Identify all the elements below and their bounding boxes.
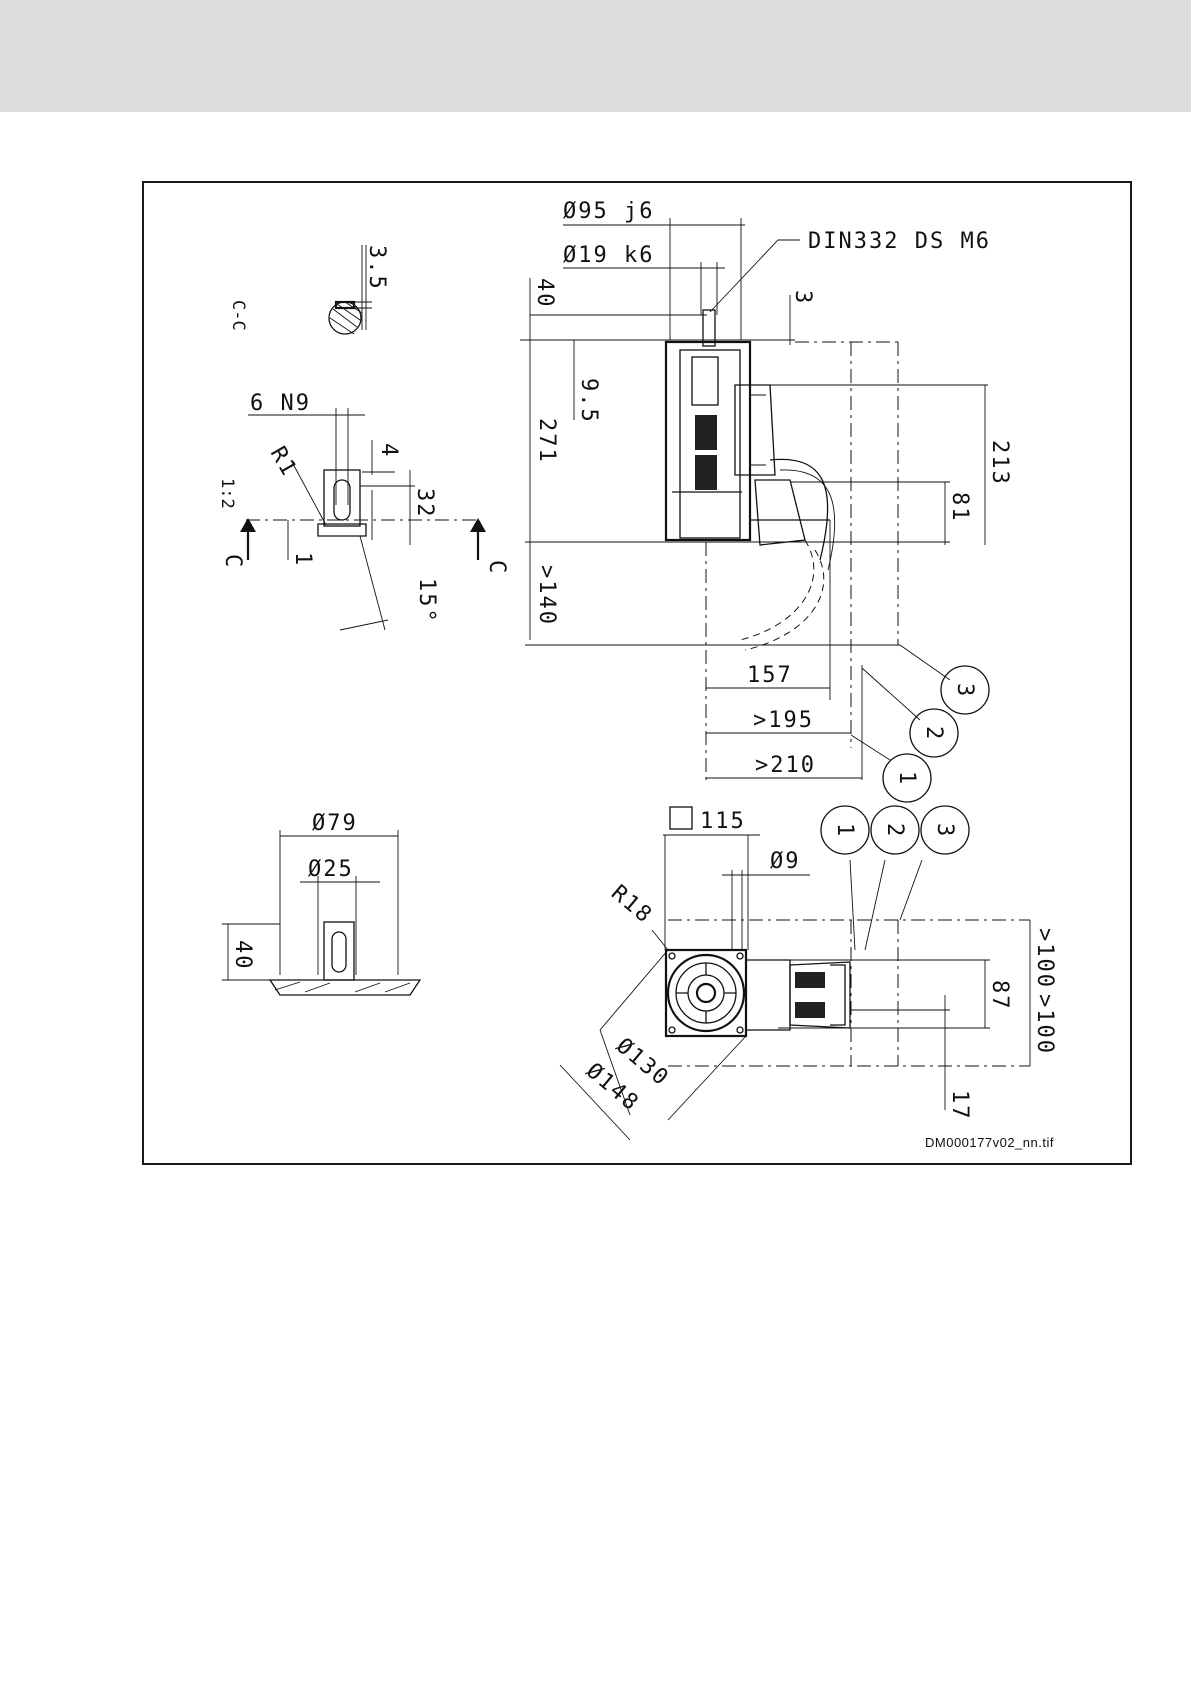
front-radius: R18	[606, 880, 657, 929]
scale-label: 1:2	[217, 478, 237, 509]
radius-label: R1	[265, 443, 302, 482]
key-width-label: 6 N9	[250, 391, 311, 416]
height-213-dim: 213	[987, 440, 1012, 486]
dim-32: 32	[412, 488, 437, 519]
shaft-end-detail: 6 N9 R1 4 32 1 15° 1:2 C C	[217, 391, 509, 630]
dim-157: 157	[747, 663, 793, 688]
motor-front-view: 115 Ø9 R18 87 17 >100 >100 Ø130 Ø	[560, 807, 1057, 1140]
body-length-dim: 271	[534, 418, 559, 464]
section-label: C-C	[228, 300, 248, 331]
section-marker-right: C	[484, 560, 509, 575]
svg-text:3: 3	[932, 823, 957, 838]
svg-text:1: 1	[894, 771, 919, 786]
section-marker-left: C	[220, 554, 245, 569]
dim-100a: >100	[1032, 928, 1057, 989]
flange-length-dim: 40	[230, 940, 255, 971]
hole-diameter: Ø9	[770, 849, 801, 874]
dim-81: 81	[947, 492, 972, 523]
flange-offset-dim: 3	[790, 290, 815, 305]
dim-9-5: 9.5	[576, 378, 601, 424]
key-depth-dim: 3.5	[364, 245, 389, 291]
file-id-caption: DM000177v02_nn.tif	[925, 1135, 1054, 1150]
side-callout-1: 1	[883, 754, 931, 802]
svg-text:1: 1	[832, 823, 857, 838]
side-callout-3: 3	[941, 666, 989, 714]
front-callout-1: 1	[821, 806, 869, 854]
dim-4: 4	[376, 443, 401, 458]
flange-detail: Ø79 Ø25 40	[222, 811, 420, 995]
svg-text:3: 3	[952, 683, 977, 698]
dim-1: 1	[290, 552, 315, 567]
clearance-140-dim: >140	[534, 565, 559, 626]
centering-diameter: Ø95 j6	[563, 199, 654, 224]
flange-outer-diameter: Ø79	[312, 811, 358, 836]
dim-87: 87	[987, 980, 1012, 1011]
dim-100b: >100	[1032, 994, 1057, 1055]
din-note: DIN332 DS M6	[808, 229, 991, 254]
square-size: 115	[700, 809, 746, 834]
angle-label: 15°	[414, 578, 439, 624]
shaft-diameter: Ø19 k6	[563, 243, 654, 268]
dim-17: 17	[947, 1090, 972, 1121]
svg-text:2: 2	[921, 726, 946, 741]
side-callout-2: 2	[910, 709, 958, 757]
front-callout-3: 3	[921, 806, 969, 854]
section-cc-detail: C-C 3.5	[228, 245, 389, 334]
motor-side-view: Ø95 j6 DIN332 DS M6 Ø19 k6 40 3 9.5 271	[520, 199, 1012, 780]
front-callout-2: 2	[871, 806, 919, 854]
shaft-length-dim: 40	[532, 278, 557, 309]
dim-195: >195	[753, 708, 814, 733]
dim-210: >210	[755, 753, 816, 778]
flange-shaft-diameter: Ø25	[308, 857, 354, 882]
svg-text:2: 2	[882, 823, 907, 838]
